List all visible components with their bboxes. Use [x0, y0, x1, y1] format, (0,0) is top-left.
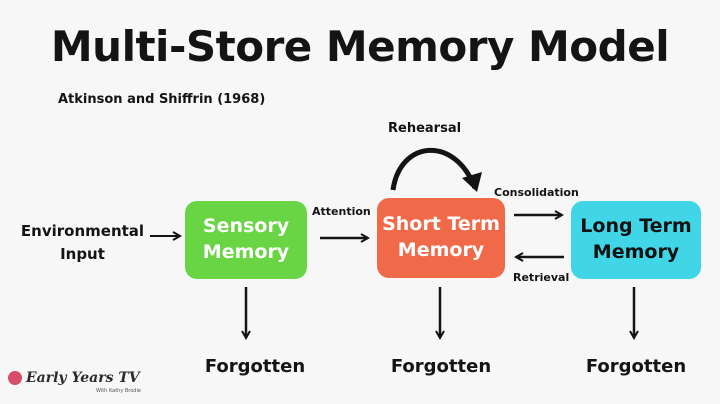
logo-mark-icon	[8, 371, 22, 385]
logo-text: Early Years TV	[26, 370, 140, 386]
forgotten-label-long-term: Forgotten	[585, 356, 687, 377]
rehearsal-arrow	[390, 147, 478, 191]
logo-tagline: With Kathy Brodie	[96, 388, 141, 394]
rehearsal-label: Rehearsal	[388, 121, 462, 136]
forgotten-label-sensory: Forgotten	[204, 356, 306, 377]
early-years-tv-logo: Early Years TV	[8, 370, 140, 386]
long-term-memory-box: Long Term Memory	[571, 201, 701, 279]
forgotten-label-short-term: Forgotten	[390, 356, 492, 377]
environmental-input-label: Environmental Input	[20, 222, 145, 264]
retrieval-label: Retrieval	[513, 271, 570, 284]
rehearsal-arrowhead	[462, 172, 482, 192]
diagram-subtitle: Atkinson and Shiffrin (1968)	[58, 92, 266, 107]
sensory-memory-box: Sensory Memory	[185, 201, 307, 279]
diagram-title: Multi-Store Memory Model	[50, 22, 670, 71]
consolidation-label: Consolidation	[494, 186, 579, 199]
attention-label: Attention	[312, 205, 371, 218]
short-term-memory-box: Short Term Memory	[377, 198, 505, 278]
